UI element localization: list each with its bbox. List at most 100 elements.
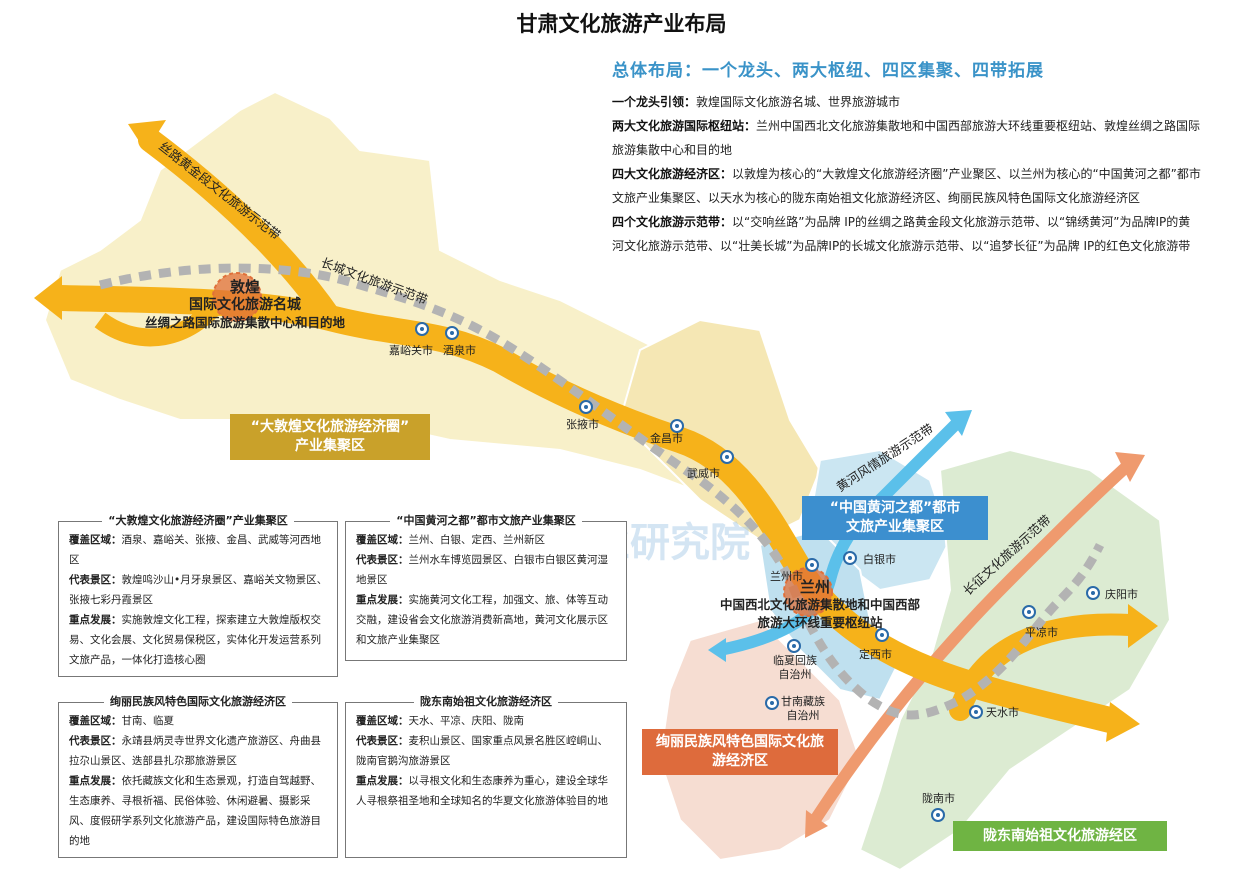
dunhuang-line2: 丝绸之路国际旅游集散中心和目的地 [144, 315, 345, 330]
overview-heading: 总体布局：一个龙头、两大枢纽、四区集聚、四带拓展 [612, 61, 1044, 81]
panel-row-label: 代表景区： [356, 735, 409, 747]
lanzhou-name: 兰州 [799, 578, 830, 596]
zone-dunhuang-line2: 产业集聚区 [295, 438, 365, 454]
city-marker-zhangye [579, 400, 593, 414]
city-label-dingxi: 定西市 [859, 647, 892, 661]
overview-item-text: 敦煌国际文化旅游名城、世界旅游城市 [696, 95, 901, 109]
panel-title-text: “中国黄河之都”都市文旅产业集聚区 [390, 514, 582, 527]
lanzhou-line2: 旅游大环线重要枢纽站 [757, 615, 883, 630]
panel-title: 陇东南始祖文化旅游经济区 [346, 694, 626, 710]
silk-road-arrow-e [1106, 702, 1140, 742]
overview-item-text: 以“交响丝路”为品牌 IP的丝绸之路黄金段文化旅游示范带、以“锦绣黄河”为品牌I… [612, 215, 1191, 253]
zone-longdongnan: 陇东南始祖文化旅游经区 [953, 821, 1167, 851]
panel-row: 覆盖区域：酒泉、嘉峪关、张掖、金昌、武威等河西地区 [69, 530, 329, 570]
dunhuang-hub [212, 272, 262, 322]
overview-item-label: 四个文化旅游示范带： [612, 215, 733, 229]
red-band-arrow-ne [1115, 452, 1145, 482]
zone-longdongnan-line1: 陇东南始祖文化旅游经区 [983, 827, 1137, 844]
silk-road-branch-nw [138, 128, 342, 330]
city-label-lanzhou: 兰州市 [770, 569, 803, 583]
panel-row-text: 甘南、临夏 [121, 715, 175, 727]
zone-dunhuang-line1: “大敦煌文化旅游经济圈” [250, 419, 410, 435]
city-marker-dingxi [875, 628, 889, 642]
city-label-baiyin: 白银市 [863, 552, 896, 566]
panel-title: 绚丽民族风特色国际文化旅游经济区 [59, 694, 337, 710]
zone-ethnic: 绚丽民族风特色国际文化旅 游经济区 [642, 729, 838, 775]
panel-row: 重点发展：实施黄河文化工程，加强文、旅、体等互动交融，建设省会文化旅游消费新高地… [356, 590, 618, 650]
panel-row: 代表景区：兰州水车博览园景区、白银市白银区黄河湿地景区 [356, 550, 618, 590]
city-marker-tianshui [969, 705, 983, 719]
panel-row-text: 酒泉、嘉峪关、张掖、金昌、武威等河西地区 [69, 534, 321, 566]
dunhuang-loop [94, 294, 228, 347]
city-marker-lanzhou [805, 558, 819, 572]
red-band [809, 462, 1131, 826]
overview-body: 一个龙头引领：敦煌国际文化旅游名城、世界旅游城市 两大文化旅游国际枢纽站：兰州中… [612, 90, 1202, 258]
city-label-pingliang: 平凉市 [1025, 625, 1058, 639]
panel-row-text: 依托藏族文化和生态景观，打造自驾越野、生态康养、寻根祈福、民俗体验、休闲避暑、摄… [69, 775, 321, 847]
city-label-tianshui: 天水市 [986, 705, 1019, 719]
city-label-wuwei: 武威市 [687, 466, 720, 480]
city-marker-wuwei [720, 450, 734, 464]
silk-road-arrow-w [34, 276, 62, 320]
dunhuang-hub-label: 敦煌 国际文化旅游名城 丝绸之路国际旅游集散中心和目的地 [110, 278, 380, 332]
dunhuang-name: 敦煌 [229, 278, 260, 296]
dunhuang-line1: 国际文化旅游名城 [189, 297, 301, 313]
panel-row: 覆盖区域：兰州、白银、定西、兰州新区 [356, 530, 618, 550]
panel-row-label: 代表景区： [69, 735, 122, 747]
city-marker-pingliang [1022, 605, 1036, 619]
overview-item-label: 一个龙头引领： [612, 95, 697, 109]
panel-title: “中国黄河之都”都市文旅产业集聚区 [346, 513, 626, 529]
panel-row-text: 以寻根文化和生态康养为重心，建设全球华人寻根祭祖圣地和全球知名的华夏文化旅游体验… [356, 775, 608, 807]
panel-row-text: 实施黄河文化工程，加强文、旅、体等互动交融，建设省会文化旅游消费新高地，黄河文化… [356, 594, 608, 646]
silk-road-arrow-nw [128, 120, 166, 152]
panel-row-label: 重点发展： [69, 775, 122, 787]
zone-ethnic-line1: 绚丽民族风特色国际文化旅 [656, 734, 824, 750]
zone-ethnic-line2: 游经济区 [712, 753, 768, 769]
great-wall-band [98, 263, 1105, 720]
region-wuwei [618, 318, 822, 542]
lanzhou-hub-label: 兰州 中国西北文化旅游集散地和中国西部 旅游大环线重要枢纽站 [690, 578, 950, 632]
overview-item-text: 兰州中国西北文化旅游集散地和中国西部旅游大环线重要枢纽站、敦煌丝绸之路国际旅游集… [612, 119, 1201, 157]
panel-row: 代表景区：麦积山景区、国家重点风景名胜区崆峒山、陇南官鹅沟旅游景区 [356, 731, 618, 771]
overview-item: 四大文化旅游经济区：以敦煌为核心的“大敦煌文化旅游经济圈”产业聚区、以兰州为核心… [612, 162, 1202, 210]
panel-row: 代表景区：永靖县炳灵寺世界文化遗产旅游区、舟曲县拉尕山景区、迭部县扎尕那旅游景区 [69, 731, 329, 771]
yellow-river-arrow-ne [945, 410, 972, 436]
panel-row-text: 实施敦煌文化工程，探索建立大敦煌版权交易、文化会展、文化贸易保税区，实体化开发运… [69, 614, 321, 666]
panel-row-label: 重点发展： [356, 775, 409, 787]
panel-row: 覆盖区域：天水、平凉、庆阳、陇南 [356, 711, 618, 731]
panel-row-text: 天水、平凉、庆阳、陇南 [408, 715, 525, 727]
panel-row-label: 代表景区： [69, 574, 122, 586]
panel-yellow-river-zone: “中国黄河之都”都市文旅产业集聚区 覆盖区域：兰州、白银、定西、兰州新区 代表景… [345, 514, 627, 661]
panel-row: 重点发展：实施敦煌文化工程，探索建立大敦煌版权交易、文化会展、文化贸易保税区，实… [69, 610, 329, 670]
city-label-jiayuguan: 嘉峪关市 [389, 343, 433, 357]
zone-yellow-river-line2: 文旅产业集聚区 [846, 519, 944, 535]
overview-item-label: 两大文化旅游国际枢纽站： [612, 119, 757, 133]
panel-row-label: 覆盖区域： [69, 534, 122, 546]
panel-row: 重点发展：依托藏族文化和生态景观，打造自驾越野、生态康养、寻根祈福、民俗体验、休… [69, 771, 329, 851]
city-marker-baiyin [843, 551, 857, 565]
yellow-river-band [714, 419, 961, 656]
city-label-jiuquan: 酒泉市 [443, 343, 476, 357]
city-marker-jinchang [670, 419, 684, 433]
panel-row: 覆盖区域：甘南、临夏 [69, 711, 329, 731]
silk-road-arrow-e2 [1128, 604, 1158, 648]
panel-row-label: 代表景区： [356, 554, 409, 566]
zone-yellow-river: “中国黄河之都”都市 文旅产业集聚区 [802, 496, 988, 540]
overview-item: 一个龙头引领：敦煌国际文化旅游名城、世界旅游城市 [612, 90, 1202, 114]
panel-row-label: 重点发展： [356, 594, 409, 606]
overview-item: 两大文化旅游国际枢纽站：兰州中国西北文化旅游集散地和中国西部旅游大环线重要枢纽站… [612, 114, 1202, 162]
overview-item-text: 以敦煌为核心的“大敦煌文化旅游经济圈”产业聚区、以兰州为核心的“中国黄河之都”都… [612, 167, 1201, 205]
city-label-longnan: 陇南市 [922, 791, 955, 805]
panel-dunhuang-zone: “大敦煌文化旅游经济圈”产业集聚区 覆盖区域：酒泉、嘉峪关、张掖、金昌、武威等河… [58, 514, 338, 677]
panel-title-text: “大敦煌文化旅游经济圈”产业集聚区 [102, 514, 294, 527]
zone-yellow-river-line1: “中国黄河之都”都市 [829, 500, 961, 516]
panel-title-text: 陇东南始祖文化旅游经济区 [414, 695, 558, 708]
overview-item-label: 四大文化旅游经济区： [612, 167, 733, 181]
overview-item: 四个文化旅游示范带：以“交响丝路”为品牌 IP的丝绸之路黄金段文化旅游示范带、以… [612, 210, 1202, 258]
yellow-river-arrow-w [708, 638, 726, 662]
zone-dunhuang: “大敦煌文化旅游经济圈” 产业集聚区 [230, 414, 430, 460]
city-label-gannan: 甘南藏族自治州 [781, 695, 825, 722]
panel-row-label: 覆盖区域： [356, 534, 409, 546]
city-marker-jiayuguan [415, 322, 429, 336]
panel-row-label: 重点发展： [69, 614, 122, 626]
